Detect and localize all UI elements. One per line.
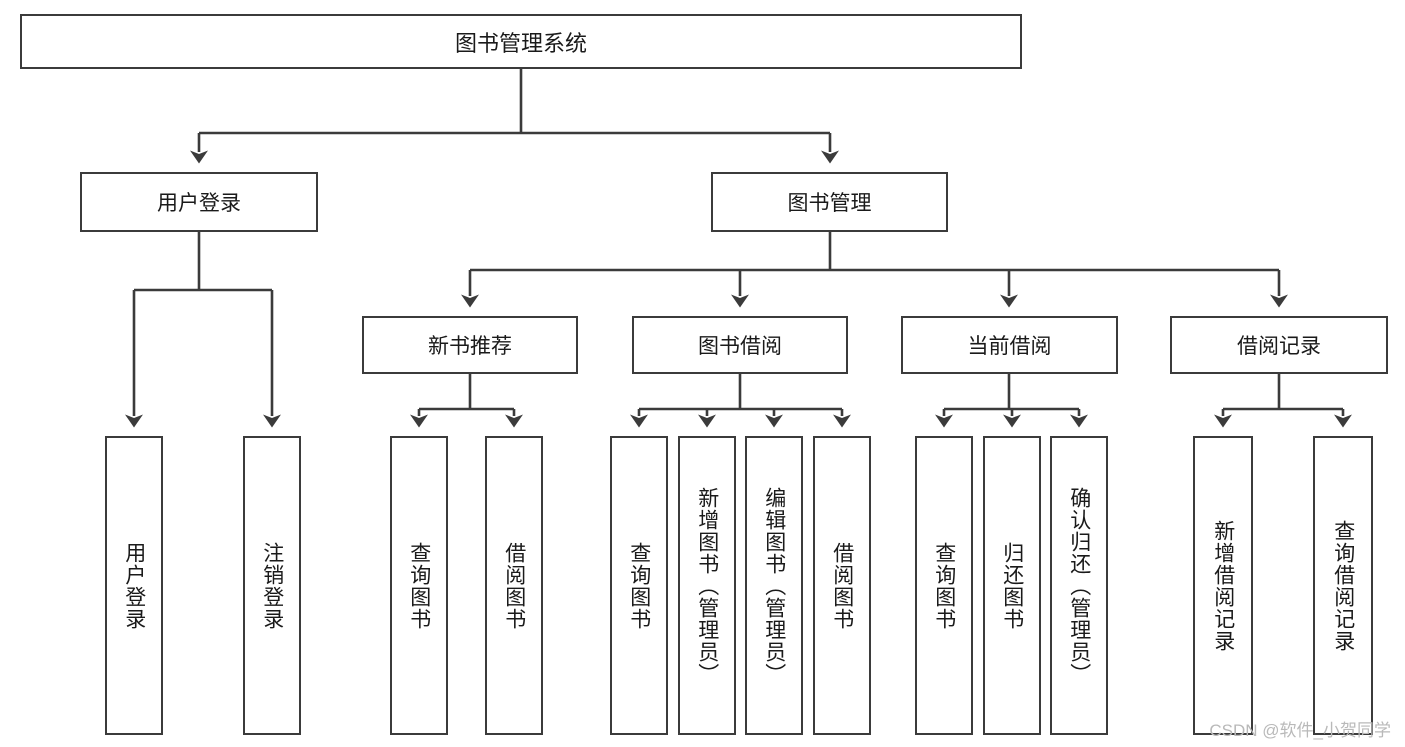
leaf-node[interactable]: 新增借阅记录 (1193, 436, 1253, 735)
leaf-label: 查询图书 (627, 541, 651, 630)
leaf-label: 新增借阅记录 (1211, 519, 1235, 652)
node-user-login[interactable]: 用户登录 (80, 172, 318, 232)
node-user-login-label: 用户登录 (157, 192, 241, 215)
leaf-label: 查询图书 (932, 541, 956, 630)
edge-bookmgmt-to-level3 (461, 232, 1288, 308)
node-book-borrow-label: 图书借阅 (698, 335, 782, 358)
leaf-node[interactable]: 用户登录 (105, 436, 163, 735)
leaf-label: 归还图书 (1000, 541, 1024, 630)
leaf-label: 用户登录 (122, 541, 146, 630)
leaf-label: 新增图书（管理员） (695, 486, 719, 685)
edge-borrow-to-leaves (630, 374, 851, 428)
node-book-borrow[interactable]: 图书借阅 (632, 316, 848, 374)
leaf-label: 编辑图书（管理员） (762, 486, 786, 685)
leaf-label: 查询图书 (407, 541, 431, 630)
edge-current-to-leaves (935, 374, 1088, 428)
edge-newbook-to-leaves (410, 374, 523, 428)
leaf-label: 注销登录 (260, 541, 284, 630)
node-current-borrow[interactable]: 当前借阅 (901, 316, 1118, 374)
leaf-node[interactable]: 借阅图书 (485, 436, 543, 735)
leaf-label: 查询借阅记录 (1331, 519, 1355, 652)
node-borrow-record-label: 借阅记录 (1237, 335, 1321, 358)
leaf-node[interactable]: 归还图书 (983, 436, 1041, 735)
leaf-node[interactable]: 确认归还（管理员） (1050, 436, 1108, 735)
node-borrow-record[interactable]: 借阅记录 (1170, 316, 1388, 374)
leaf-node[interactable]: 注销登录 (243, 436, 301, 735)
leaf-node[interactable]: 借阅图书 (813, 436, 871, 735)
edge-record-to-leaves (1214, 374, 1352, 428)
node-root[interactable]: 图书管理系统 (20, 14, 1022, 69)
leaf-node[interactable]: 查询借阅记录 (1313, 436, 1373, 735)
leaf-node[interactable]: 新增图书（管理员） (678, 436, 736, 735)
edge-userlogin-to-leaves (125, 232, 281, 428)
leaf-label: 借阅图书 (830, 541, 854, 630)
leaf-node[interactable]: 编辑图书（管理员） (745, 436, 803, 735)
leaf-node[interactable]: 查询图书 (610, 436, 668, 735)
node-new-book-recommend-label: 新书推荐 (428, 335, 512, 358)
leaf-node[interactable]: 查询图书 (390, 436, 448, 735)
node-book-management-label: 图书管理 (787, 192, 872, 215)
leaf-label: 借阅图书 (502, 541, 526, 630)
node-book-management[interactable]: 图书管理 (711, 172, 948, 232)
leaf-label: 确认归还（管理员） (1067, 486, 1091, 685)
node-root-label: 图书管理系统 (454, 30, 587, 56)
edge-root-to-level2 (190, 69, 839, 164)
node-current-borrow-label: 当前借阅 (967, 335, 1052, 358)
leaf-node[interactable]: 查询图书 (915, 436, 973, 735)
node-new-book-recommend[interactable]: 新书推荐 (362, 316, 578, 374)
